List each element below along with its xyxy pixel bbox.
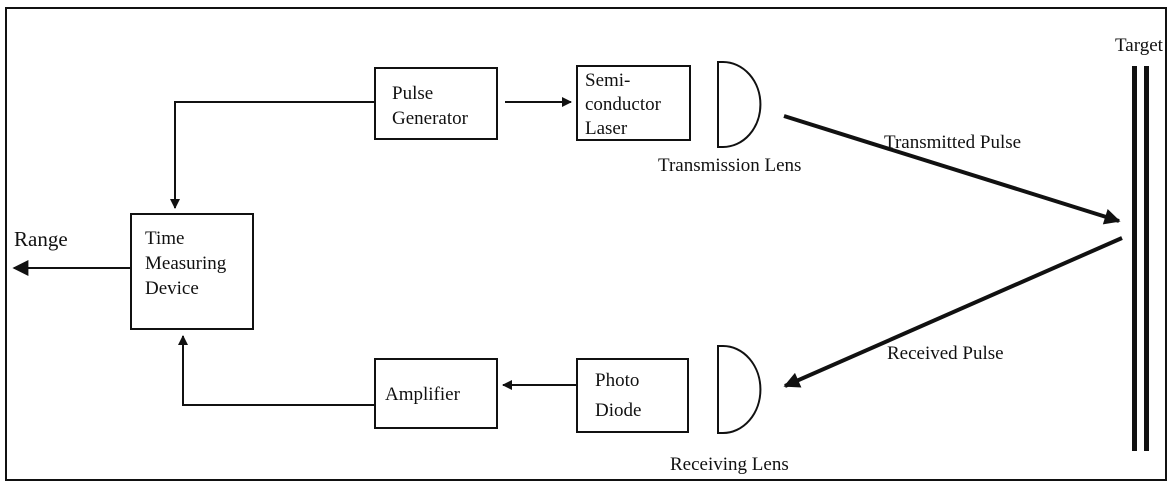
pulse-generator-line-1: Pulse: [392, 83, 433, 104]
target-label: Target: [1115, 35, 1164, 56]
transmitted-pulse-beam: [783, 114, 1121, 225]
received-pulse-beam: [783, 236, 1123, 388]
receiving-lens: [717, 345, 762, 434]
amplifier-label: Amplifier: [385, 384, 461, 405]
range-label: Range: [14, 227, 68, 251]
laser-box: [576, 65, 691, 141]
photo-diode-line-2: Diode: [595, 400, 641, 421]
pulse-generator-box: [374, 67, 498, 140]
transmission-lens-label: Transmission Lens: [658, 155, 801, 176]
amplifier-to-time-device-arrow: [178, 335, 375, 406]
laser-line-2: conductor: [585, 94, 662, 115]
photo-diode-label: Photo Diode: [595, 370, 644, 421]
target-bar-left: [1132, 66, 1137, 451]
pulse-generator-line-2: Generator: [392, 108, 469, 129]
received-pulse-label: Received Pulse: [887, 343, 1004, 364]
time-measuring-device-label: Time Measuring Device: [145, 228, 231, 299]
diagram-frame: [5, 7, 1167, 481]
time-device-line-2: Measuring: [145, 253, 227, 274]
target-bar-right: [1144, 66, 1149, 451]
transmission-lens: [717, 61, 762, 148]
laser-line-1: Semi-: [585, 70, 630, 91]
laser-line-3: Laser: [585, 118, 628, 139]
photo-diode-box: [576, 358, 689, 433]
pulse-generator-label: Pulse Generator: [392, 83, 469, 129]
time-device-line-1: Time: [145, 228, 184, 249]
time-device-line-3: Device: [145, 278, 199, 299]
amplifier-box: [374, 358, 498, 429]
laser-label: Semi- conductor Laser: [585, 70, 666, 139]
photo-diode-line-1: Photo: [595, 370, 639, 391]
time-measuring-device-box: [130, 213, 254, 330]
transmitted-pulse-label: Transmitted Pulse: [884, 132, 1021, 153]
generator-to-time-device-arrow: [170, 101, 375, 209]
receiving-lens-label: Receiving Lens: [670, 454, 789, 475]
